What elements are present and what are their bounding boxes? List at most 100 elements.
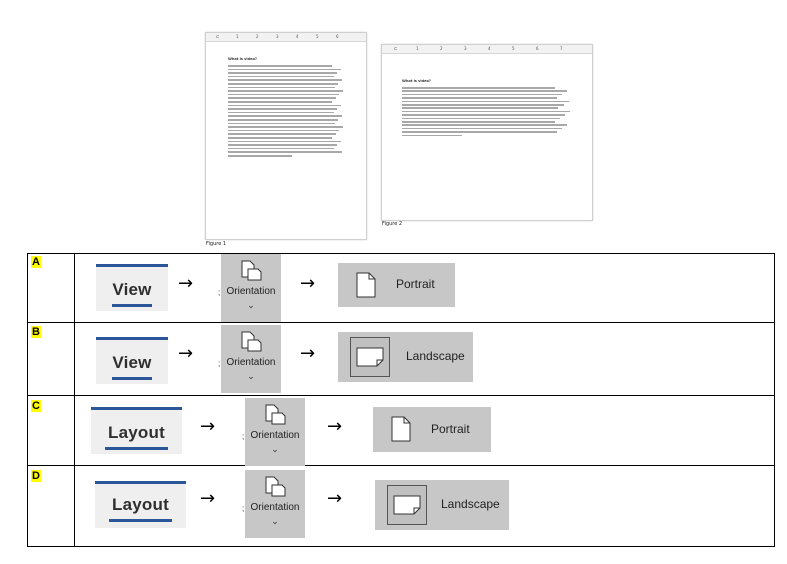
tab-label: View [112,353,152,372]
orientation-button[interactable]: ; Orientation ⌄ [218,254,281,322]
text-line [402,127,562,130]
option-letter-d: D [31,470,41,482]
figure1-caption: Figure 1 [206,241,227,247]
text-line [402,124,567,126]
text-line [228,68,341,71]
text-line [402,117,561,120]
text-line [402,97,557,99]
text-line [228,83,339,85]
text-line [402,87,555,89]
right-arrow-icon: → [300,343,316,364]
result-label: Landscape [441,497,500,511]
orientation-icon [265,404,286,425]
text-line [228,151,342,153]
text-line [228,86,335,89]
tab-label: Layout [108,423,165,442]
text-line [228,93,340,96]
orientation-button[interactable]: ; Orientation ⌄ [242,470,305,538]
text-line [402,104,564,106]
text-line [228,111,334,114]
text-line [402,100,569,103]
page-heading: What is video? [402,79,431,83]
text-line [228,129,340,132]
text-line [228,115,342,117]
text-line [228,140,341,143]
row-divider [27,395,775,396]
row-divider [27,322,775,323]
text-line [228,90,343,92]
portrait-page-icon [391,416,411,442]
text-line [228,126,343,128]
right-arrow-icon: → [178,343,194,364]
landscape-page-icon [356,347,384,367]
chevron-down-icon: ⌄ [247,372,255,382]
right-arrow-icon: → [327,416,343,437]
figure2-landscape-page: ⊏ 1 2 3 4 5 6 7 What is video? [381,44,593,221]
landscape-option[interactable]: Landscape [338,332,473,382]
page-heading: What is video? [228,57,257,61]
text-line [402,93,562,96]
result-label: Portrait [396,277,435,291]
portrait-page-icon [356,272,376,298]
text-line [228,75,334,78]
orientation-label: Orientation [250,502,300,513]
page-ruler: ⊏ 1 2 3 4 5 6 [206,33,366,42]
portrait-option[interactable]: Portrait [373,407,491,452]
option-letter-a: A [31,256,41,268]
tab-label: Layout [112,495,169,514]
text-line [402,90,567,92]
text-line [228,144,338,146]
result-label: Portrait [431,422,470,436]
orientation-button[interactable]: ; Orientation ⌄ [218,325,281,393]
orientation-icon [241,331,262,352]
text-line [228,108,338,110]
chevron-down-icon: ⌄ [271,445,279,455]
orientation-icon [265,476,286,497]
orientation-label: Orientation [226,286,276,297]
figure2-caption: Figure 2 [382,221,403,227]
orientation-label: Orientation [250,430,300,441]
column-divider [74,253,75,547]
text-line [402,114,566,116]
text-line [402,134,462,137]
right-arrow-icon: → [200,488,216,509]
orientation-label: Orientation [226,357,276,368]
right-arrow-icon: → [327,488,343,509]
chevron-down-icon: ⌄ [271,517,279,527]
text-line [228,122,335,125]
view-tab[interactable]: View [96,264,168,311]
text-line [228,72,338,74]
text-line [228,101,333,103]
text-line [228,79,342,81]
right-arrow-icon: → [200,416,216,437]
text-line [402,110,571,113]
text-line [228,65,333,67]
result-label: Landscape [406,349,465,363]
tab-label: View [112,280,152,299]
text-line [228,104,341,107]
text-line [402,121,555,123]
chevron-down-icon: ⌄ [247,301,255,311]
landscape-option[interactable]: Landscape [375,480,509,530]
orientation-icon [241,260,262,281]
figure1-portrait-page: ⊏ 1 2 3 4 5 6 What is video? [205,32,367,240]
text-line [228,133,336,135]
option-letter-c: C [31,400,41,412]
layout-tab[interactable]: Layout [95,481,186,528]
text-line [228,147,334,150]
landscape-icon-frame [387,485,427,525]
right-arrow-icon: → [300,273,316,294]
layout-tab[interactable]: Layout [91,407,182,454]
text-line [402,107,559,109]
options-table [27,253,775,547]
landscape-icon-frame [350,337,390,377]
orientation-button[interactable]: ; Orientation ⌄ [242,398,305,466]
row-divider [27,465,775,466]
text-line [228,155,292,157]
right-arrow-icon: → [178,273,194,294]
portrait-option[interactable]: Portrait [338,263,455,307]
view-tab[interactable]: View [96,337,168,384]
text-line [402,131,557,133]
page-ruler: ⊏ 1 2 3 4 5 6 7 [382,45,592,54]
text-line [228,97,336,99]
